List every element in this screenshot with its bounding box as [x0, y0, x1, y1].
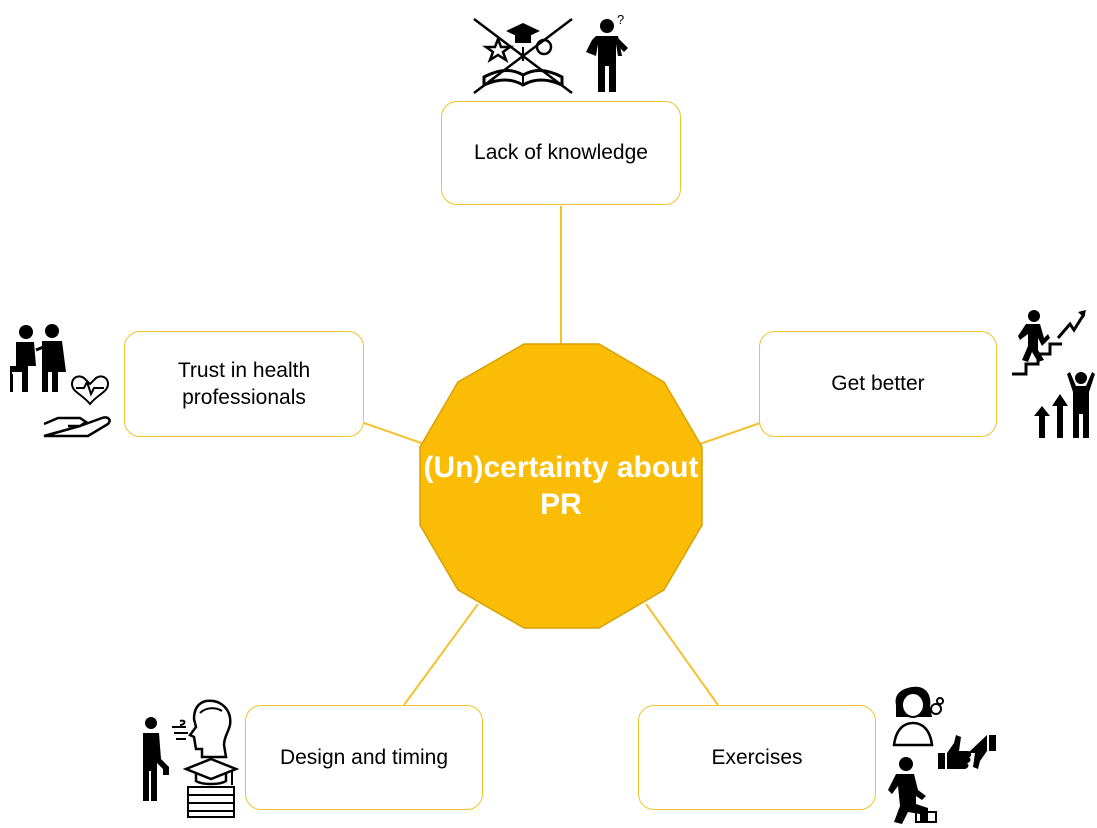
connector-get-better — [699, 422, 761, 445]
node-exercises: Exercises — [638, 705, 876, 810]
thumbs-up-down-icon — [936, 731, 998, 775]
node-trust-in-health-professionals: Trust in health professionals — [124, 331, 364, 437]
climbing-stairs-icon — [1008, 308, 1088, 380]
center-label: (Un)certainty about PR — [423, 450, 699, 522]
connector-trust — [363, 422, 425, 445]
kneeling-person-icon — [886, 756, 942, 826]
hand-heart-icon — [42, 372, 118, 442]
svg-text:?: ? — [617, 12, 624, 27]
center-dodecagon — [419, 343, 703, 629]
connector-exercises — [645, 603, 719, 706]
node-lack-of-knowledge: Lack of knowledge — [441, 101, 681, 205]
crossed-graduation-book-icon — [470, 15, 576, 97]
growth-arrows-person-icon — [1026, 368, 1096, 440]
stretching-person-icon — [137, 715, 177, 805]
breathing-person-icon — [170, 697, 236, 759]
node-get-better: Get better — [759, 331, 997, 437]
doctor-patient-icon — [8, 322, 70, 394]
books-graduation-icon — [182, 757, 240, 819]
breathless-woman-icon — [886, 683, 946, 747]
confused-person-icon: ? — [584, 10, 634, 94]
node-design-and-timing: Design and timing — [245, 705, 483, 810]
connector-design-and-timing — [403, 603, 479, 706]
